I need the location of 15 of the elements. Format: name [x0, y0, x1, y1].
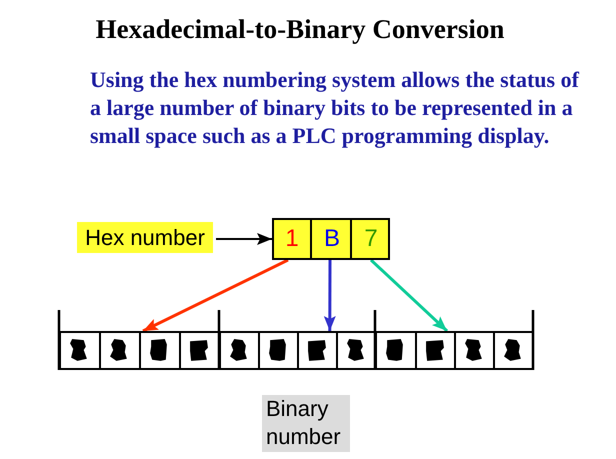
arrow: [324, 260, 336, 331]
bit-group: [59, 331, 219, 370]
diagram-title: Hexadecimal-to-Binary Conversion: [94, 13, 506, 46]
arrow: [370, 258, 448, 332]
bit-group: [219, 331, 375, 370]
arrow: [216, 233, 272, 246]
arrow: [142, 258, 289, 332]
hex-digit-cell: 7: [352, 218, 390, 260]
caption-box: Binary number: [262, 395, 350, 452]
hex-digit-cell: B: [312, 218, 352, 260]
description-text: Using the hex numbering system allows the status of a large number of binary bits to be represented in a small space such as a PLC programming display.: [90, 66, 580, 150]
hex-digit-box: [272, 218, 390, 260]
hex-digit-cell: 1: [272, 218, 312, 260]
bit-group: [375, 331, 533, 370]
label-box: Hex number: [77, 222, 213, 253]
